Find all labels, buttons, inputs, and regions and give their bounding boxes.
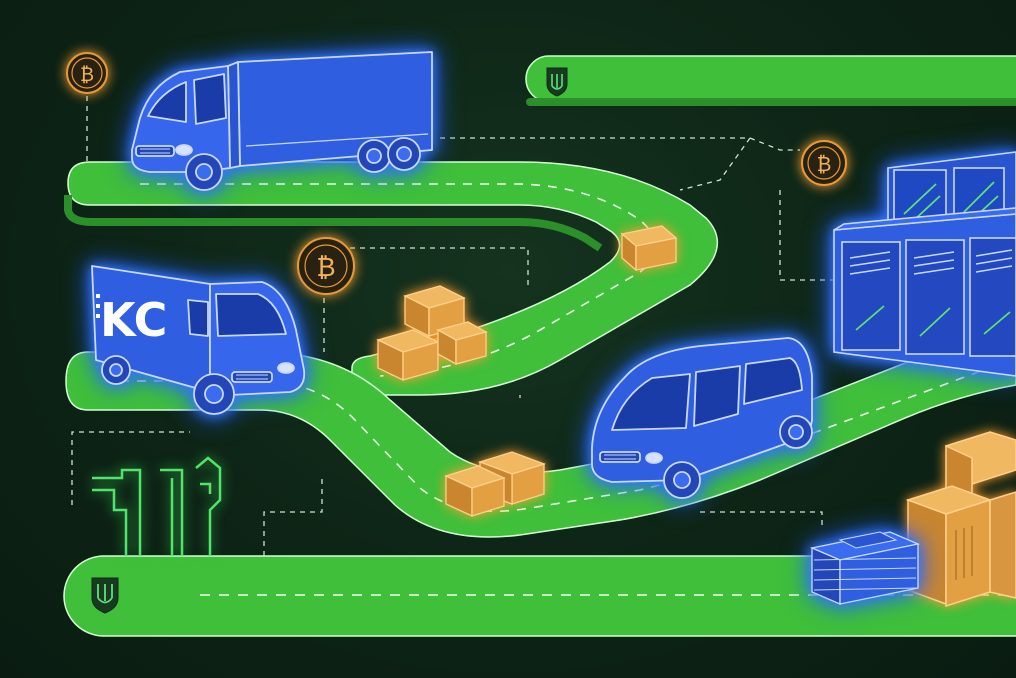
coin-icon: ₿ [66,52,108,94]
top-road-bar [525,55,1016,106]
circuit-icon [92,456,222,556]
coin-icon: ₿ [297,237,355,295]
van-icon: KC [91,265,306,415]
box-stack [376,285,488,382]
shield-icon [546,67,568,97]
shield-icon [91,577,119,614]
server-stack-icon [809,531,921,605]
box-icon [620,225,678,272]
minivan-icon [591,337,813,499]
dashed-connectors [71,96,836,556]
truck-icon [131,51,433,191]
van-brand-text: KC [100,293,167,347]
coin-symbol: ₿ [80,64,94,86]
box-pair [444,451,547,518]
coin-symbol: ₿ [316,253,335,283]
box-pile-large [905,431,1016,608]
warehouse-icon [833,151,1016,377]
bottom-road [63,555,1016,637]
coin-icon: ₿ [801,140,847,186]
coin-symbol: ₿ [817,152,832,176]
